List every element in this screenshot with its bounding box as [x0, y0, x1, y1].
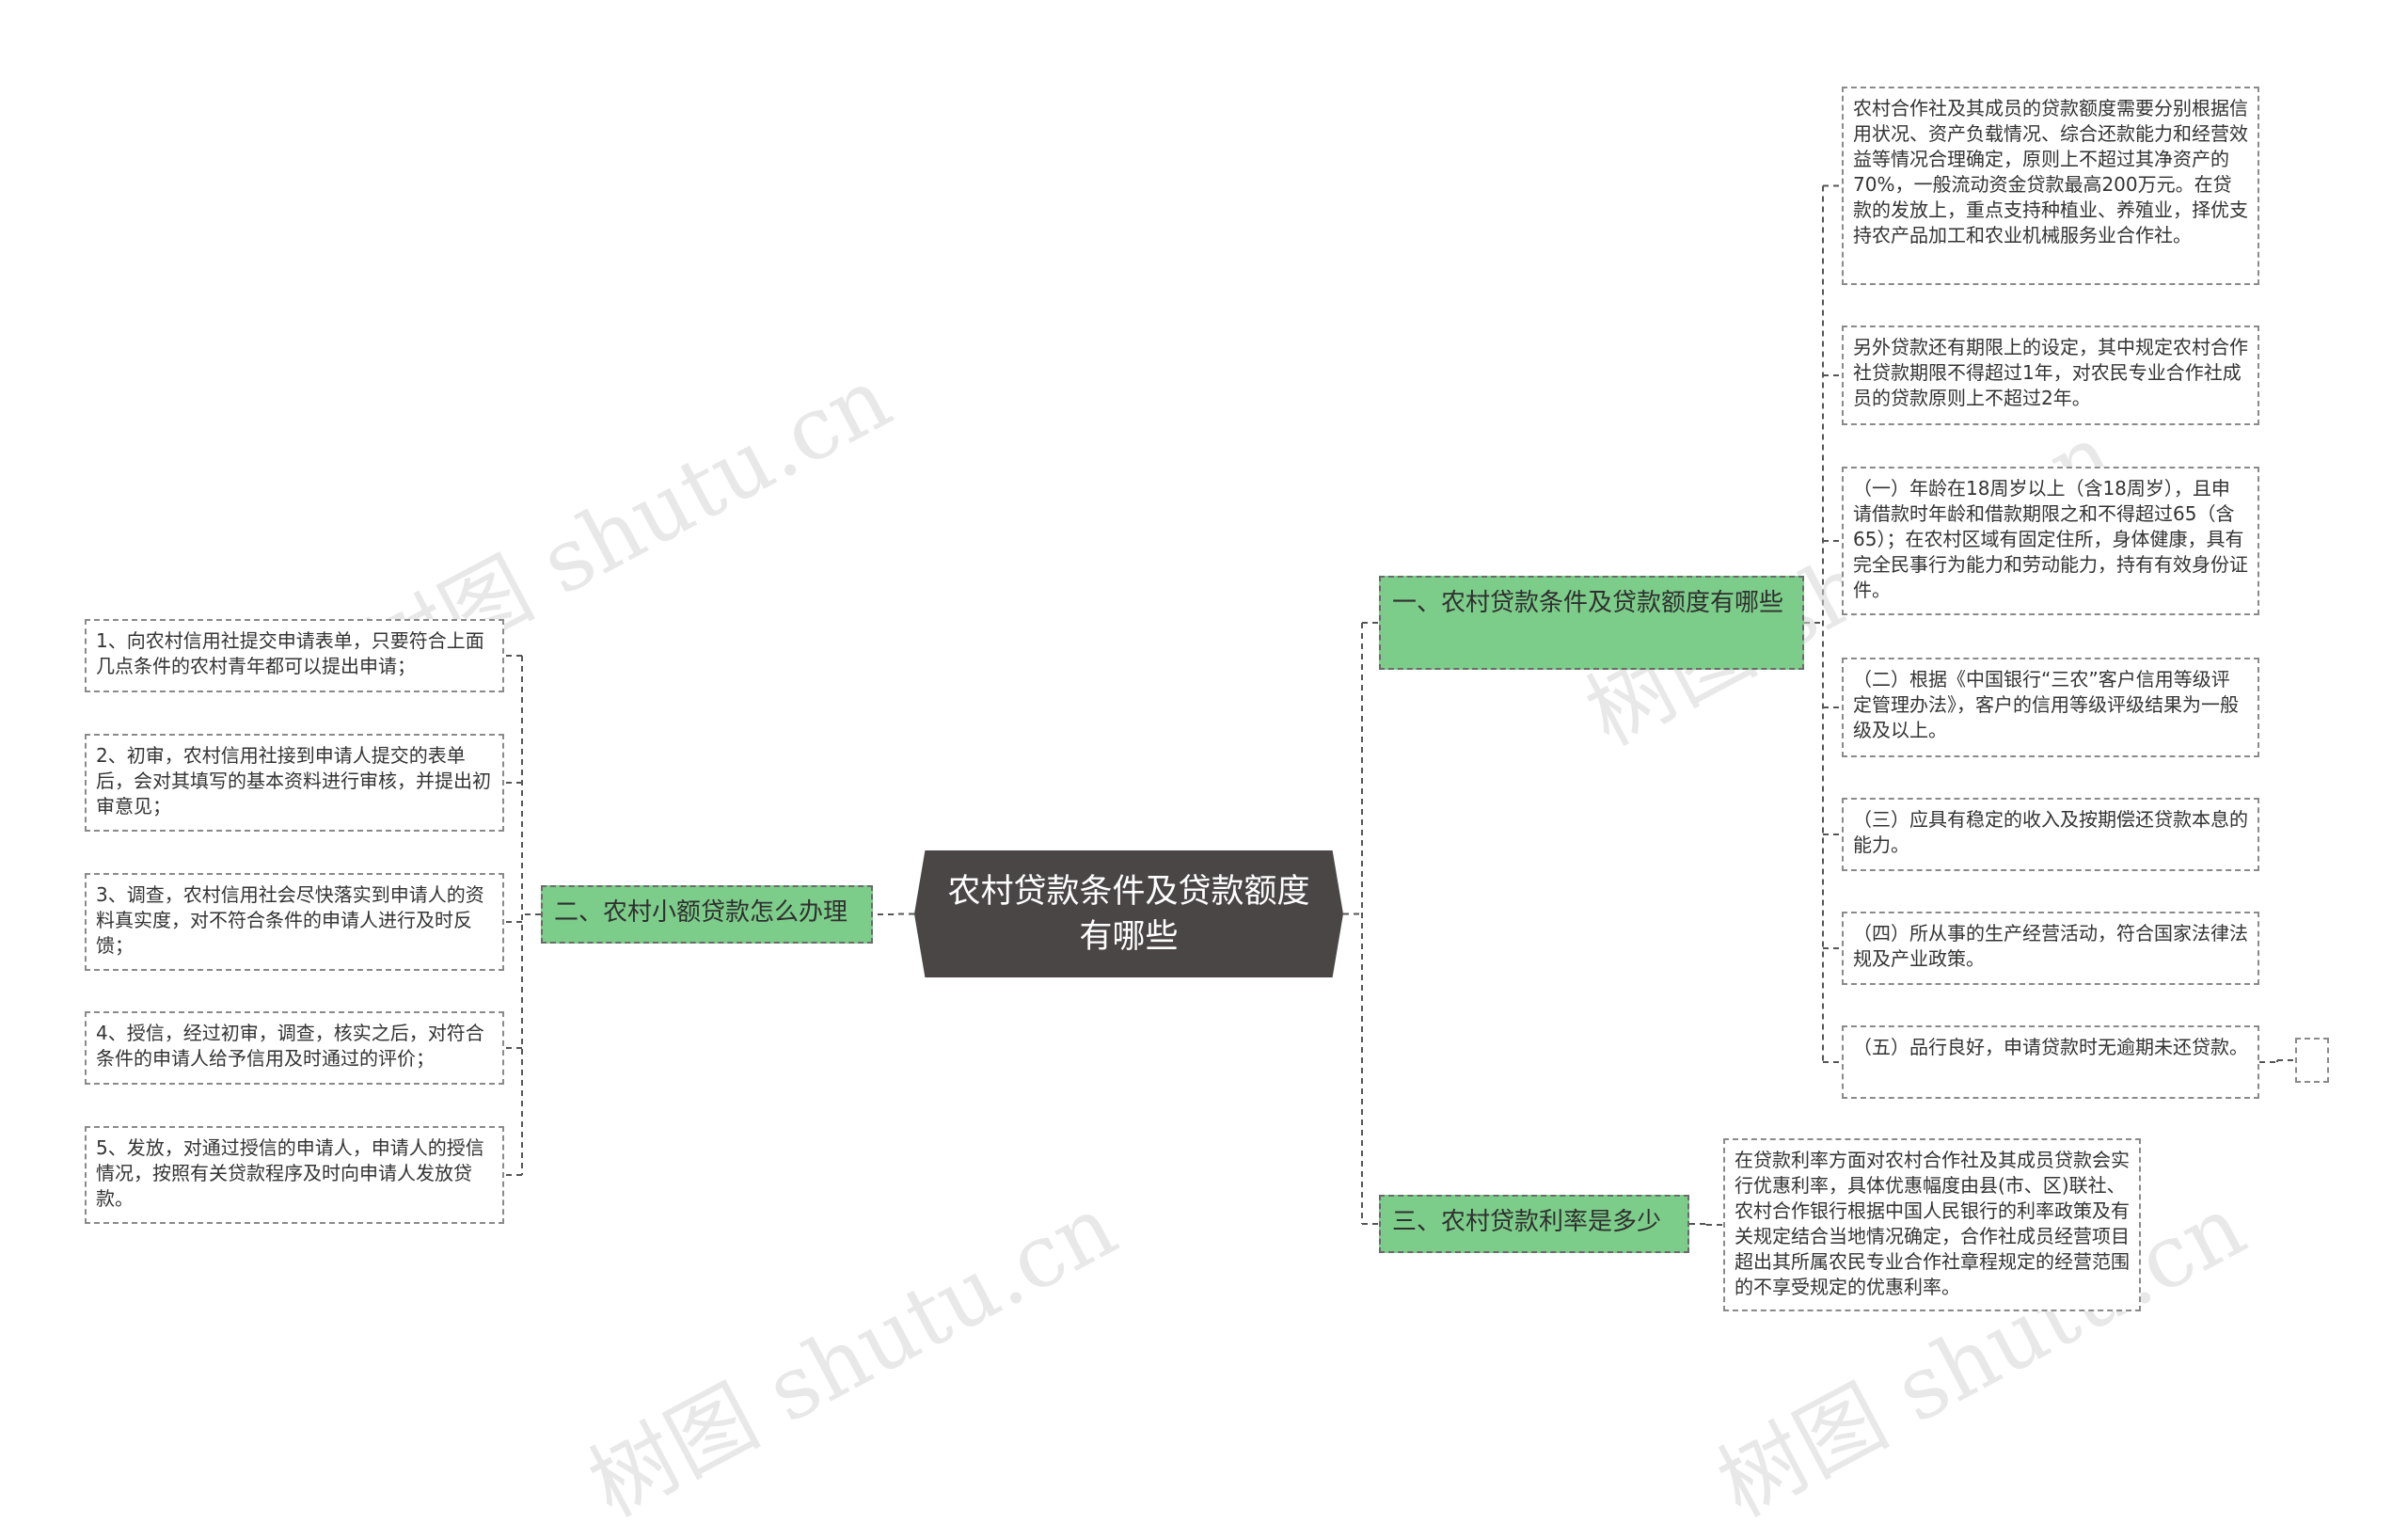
leaf-condition-income[interactable]: （三）应具有稳定的收入及按期偿还贷款本息的能力。 [1842, 798, 2259, 871]
leaf-step-apply[interactable]: 1、向农村信用社提交申请表单，只要符合上面几点条件的农村青年都可以提出申请； [85, 619, 504, 692]
leaf-step-investigation[interactable]: 3、调查，农村信用社会尽快落实到申请人的资料真实度，对不符合条件的申请人进行及时… [85, 873, 504, 971]
leaf-text: （二）根据《中国银行“三农”客户信用等级评定管理办法》，客户的信用等级评级结果为… [1853, 668, 2239, 741]
branch-topic-label: 一、农村贷款条件及贷款额度有哪些 [1392, 589, 1784, 617]
leaf-text: （三）应具有稳定的收入及按期偿还贷款本息的能力。 [1853, 808, 2248, 856]
leaf-text: 另外贷款还有期限上的设定，其中规定农村合作社贷款期限不得超过1年，对农民专业合作… [1853, 336, 2248, 409]
branch-topic-interest[interactable]: 三、农村贷款利率是多少 [1379, 1195, 1689, 1253]
leaf-step-credit-grant[interactable]: 4、授信，经过初审，调查，核实之后，对符合条件的申请人给予信用及时通过的评价； [85, 1011, 504, 1085]
branch-topic-process[interactable]: 二、农村小额贷款怎么办理 [541, 885, 873, 944]
leaf-text: 1、向农村信用社提交申请表单，只要符合上面几点条件的农村青年都可以提出申请； [96, 629, 484, 677]
leaf-step-disbursement[interactable]: 5、发放，对通过授信的申请人，申请人的授信情况，按照有关贷款程序及时向申请人发放… [85, 1126, 504, 1224]
leaf-text: （四）所从事的生产经营活动，符合国家法律法规及产业政策。 [1853, 922, 2248, 970]
leaf-interest-rate[interactable]: 在贷款利率方面对农村合作社及其成员贷款会实行优惠利率，具体优惠幅度由县(市、区)… [1723, 1138, 2141, 1311]
leaf-text: 5、发放，对通过授信的申请人，申请人的授信情况，按照有关贷款程序及时向申请人发放… [96, 1136, 484, 1210]
empty-sub-topic[interactable] [2295, 1038, 2329, 1083]
leaf-condition-conduct[interactable]: （五）品行良好，申请贷款时无逾期未还贷款。 [1842, 1025, 2259, 1099]
leaf-loan-term[interactable]: 另外贷款还有期限上的设定，其中规定农村合作社贷款期限不得超过1年，对农民专业合作… [1842, 325, 2259, 425]
branch-topic-label: 三、农村贷款利率是多少 [1392, 1208, 1662, 1236]
leaf-text: （五）品行良好，申请贷款时无逾期未还贷款。 [1853, 1036, 2248, 1058]
leaf-loan-amount[interactable]: 农村合作社及其成员的贷款额度需要分别根据信用状况、资产负载情况、综合还款能力和经… [1842, 87, 2259, 285]
branch-topic-label: 二、农村小额贷款怎么办理 [554, 898, 848, 927]
root-topic-label: 农村贷款条件及贷款额度有哪些 [947, 872, 1310, 956]
connector-lines [504, 184, 2295, 1226]
leaf-text: 2、初审，农村信用社接到申请人提交的表单后，会对其填写的基本资料进行审核，并提出… [96, 744, 491, 818]
leaf-text: 在贷款利率方面对农村合作社及其成员贷款会实行优惠利率，具体优惠幅度由县(市、区)… [1735, 1149, 2130, 1298]
leaf-condition-age[interactable]: （一）年龄在18周岁以上（含18周岁），且申请借款时年龄和借款期限之和不得超过6… [1842, 467, 2259, 615]
leaf-step-initial-review[interactable]: 2、初审，农村信用社接到申请人提交的表单后，会对其填写的基本资料进行审核，并提出… [85, 734, 504, 832]
leaf-text: 3、调查，农村信用社会尽快落实到申请人的资料真实度，对不符合条件的申请人进行及时… [96, 883, 484, 957]
root-topic[interactable]: 农村贷款条件及贷款额度有哪些 [914, 850, 1343, 977]
leaf-text: （一）年龄在18周岁以上（含18周岁），且申请借款时年龄和借款期限之和不得超过6… [1853, 477, 2248, 601]
leaf-text: 农村合作社及其成员的贷款额度需要分别根据信用状况、资产负载情况、综合还款能力和经… [1853, 97, 2248, 246]
leaf-text: 4、授信，经过初审，调查，核实之后，对符合条件的申请人给予信用及时通过的评价； [96, 1022, 484, 1070]
branch-topic-conditions[interactable]: 一、农村贷款条件及贷款额度有哪些 [1379, 576, 1804, 670]
leaf-condition-credit[interactable]: （二）根据《中国银行“三农”客户信用等级评定管理办法》，客户的信用等级评级结果为… [1842, 658, 2259, 757]
leaf-condition-policy[interactable]: （四）所从事的生产经营活动，符合国家法律法规及产业政策。 [1842, 912, 2259, 985]
mind-map-canvas: 树图 shutu.cn 树图 shutu.cn 树图 shutu.cn 树图 s… [85, 87, 2329, 1536]
